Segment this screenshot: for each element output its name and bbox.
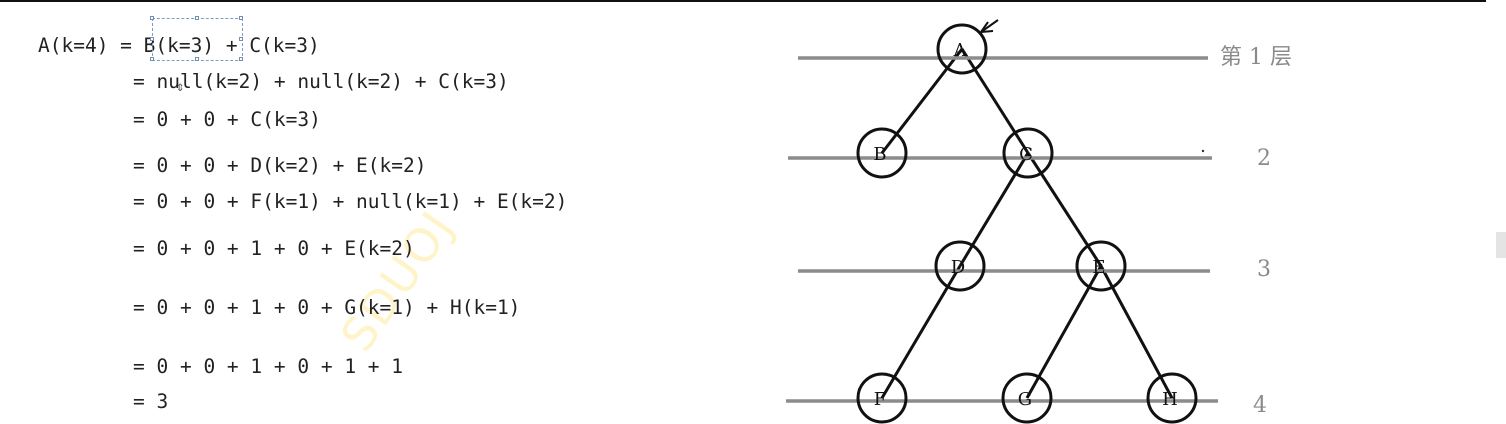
tree-node-label-h: H bbox=[1162, 389, 1178, 410]
tree-node-e bbox=[1075, 240, 1127, 292]
level-label-4: 4 bbox=[1253, 393, 1267, 418]
tree-node-b bbox=[856, 127, 908, 179]
level-label-3: 3 bbox=[1257, 257, 1271, 282]
resize-handle[interactable] bbox=[195, 57, 199, 61]
equation-line-2: = null(k=2) + null(k=2) + C(k=3) bbox=[133, 70, 509, 93]
selection-box[interactable] bbox=[150, 16, 243, 61]
resize-handle[interactable] bbox=[239, 16, 243, 20]
tree-node-h bbox=[1146, 372, 1198, 424]
tree-node-label-a: A bbox=[953, 40, 968, 61]
level-label-1: 第 1 层 bbox=[1220, 45, 1292, 70]
resize-handle[interactable] bbox=[150, 57, 154, 61]
equation-panel: A(k=4) = B(k=3) + C(k=3) = null(k=2) + n… bbox=[0, 0, 720, 424]
equation-line-6: = 0 + 0 + 1 + 0 + E(k=2) bbox=[133, 237, 415, 260]
tree-node-label-f: F bbox=[874, 389, 887, 410]
equation-line-9: = 3 bbox=[133, 390, 169, 413]
resize-handle[interactable] bbox=[239, 57, 243, 61]
tree-node-d bbox=[934, 240, 986, 292]
resize-handle[interactable] bbox=[150, 37, 154, 41]
resize-handle[interactable] bbox=[150, 16, 154, 20]
equation-line-1: A(k=4) = B(k=3) + C(k=3) bbox=[38, 34, 320, 57]
equation-line-5: = 0 + 0 + F(k=1) + null(k=1) + E(k=2) bbox=[133, 190, 568, 213]
tree-edge-a-c bbox=[960, 48, 1030, 154]
tree-node-label-g: G bbox=[1018, 389, 1032, 410]
tree-node-a bbox=[936, 23, 988, 75]
pen-cursor-icon bbox=[980, 19, 999, 33]
scroll-tab[interactable] bbox=[1496, 232, 1506, 258]
tree-node-label-e: E bbox=[1092, 257, 1105, 278]
level-label-2: 2 bbox=[1257, 146, 1271, 171]
cursor-icon: ⇕ bbox=[176, 79, 185, 95]
equation-line-8: = 0 + 0 + 1 + 0 + 1 + 1 bbox=[133, 355, 404, 378]
tree-edge-c-d bbox=[958, 152, 1030, 267]
tree-edge-e-h bbox=[1099, 265, 1174, 399]
resize-handle[interactable] bbox=[195, 16, 199, 20]
tree-node-label-b: B bbox=[873, 144, 886, 165]
tree-node-g bbox=[1001, 372, 1053, 424]
tree-edge-a-b bbox=[880, 48, 964, 154]
tree-node-label-d: D bbox=[951, 257, 965, 278]
tree-node-label-c: C bbox=[1019, 144, 1033, 165]
tree-edge-c-e bbox=[1026, 152, 1103, 267]
equation-line-4: = 0 + 0 + D(k=2) + E(k=2) bbox=[133, 154, 427, 177]
stray-dot bbox=[1201, 149, 1205, 153]
resize-handle[interactable] bbox=[239, 37, 243, 41]
tree-edge-d-f bbox=[880, 265, 962, 399]
binary-tree-diagram: A B C D E F G H 第 1 层 2 3 4 bbox=[786, 19, 1292, 424]
tree-node-c bbox=[1002, 127, 1054, 179]
tree-node-f bbox=[856, 372, 908, 424]
equation-line-3: = 0 + 0 + C(k=3) bbox=[133, 108, 321, 131]
equation-line-7: = 0 + 0 + 1 + 0 + G(k=1) + H(k=1) bbox=[133, 296, 521, 319]
top-rule bbox=[0, 0, 1486, 2]
